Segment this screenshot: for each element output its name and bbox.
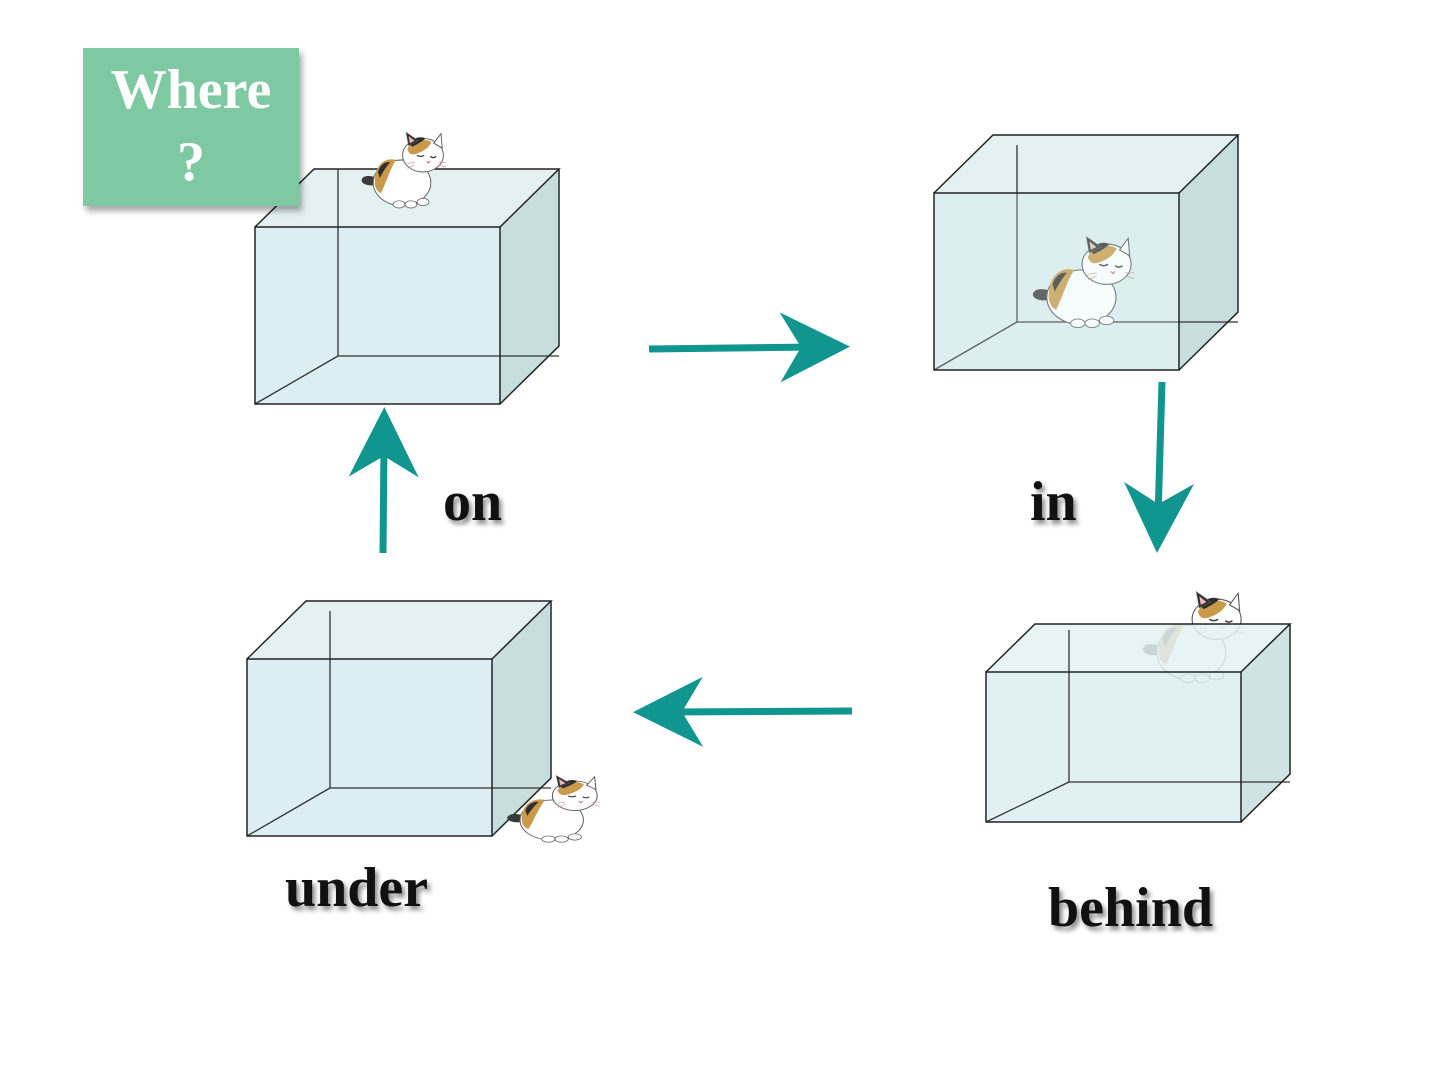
title-box: Where ? [83,48,299,206]
arrow-up-icon [348,407,419,554]
label-behind: behind [1048,877,1213,939]
glass-box-under [246,600,553,837]
glass-box-behind [985,623,1292,823]
arrow-right-icon [648,312,850,383]
label-under: under [285,857,429,919]
arrow-left-icon [633,676,853,747]
arrow-down-icon [1124,381,1195,553]
glass-box-on [254,168,561,405]
label-in: in [1030,471,1077,533]
title-line-2: ? [177,131,205,193]
label-on: on [443,471,503,533]
glass-box-in-front [933,134,1240,371]
title-line-1: Where [110,59,272,121]
